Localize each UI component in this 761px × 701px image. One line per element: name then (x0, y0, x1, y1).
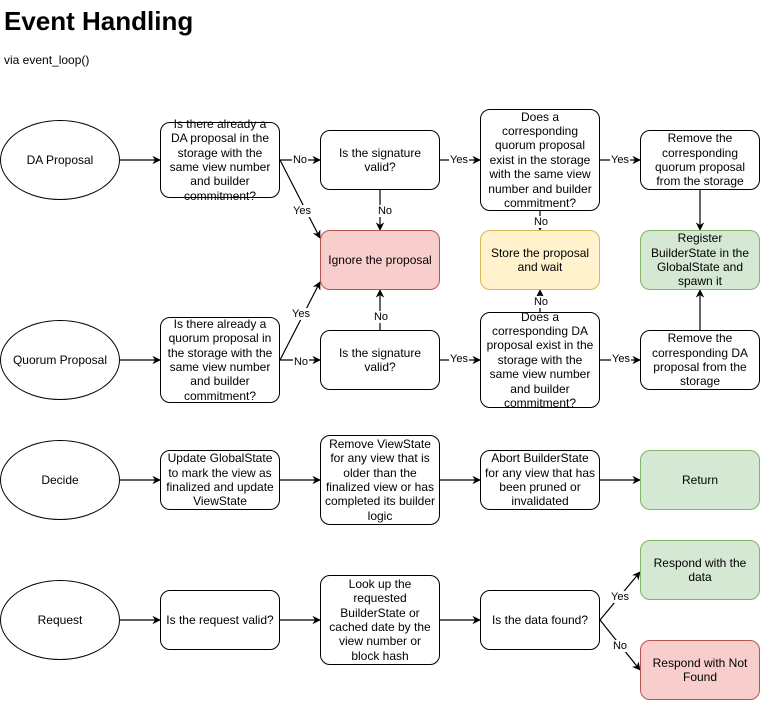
edge-label-yes: Yes (610, 154, 630, 166)
respond-not-found-terminal: Respond with Not Found (640, 640, 760, 700)
da-check-existing-decision: Is there already a DA proposal in the st… (160, 117, 280, 203)
edge-label-yes: Yes (610, 591, 630, 603)
remove-viewstate-step: Remove ViewState for any view that is ol… (320, 435, 440, 525)
edge-q-check-yes (279, 281, 321, 361)
register-builderstate-step: Register BuilderState in the GlobalState… (640, 230, 760, 290)
data-found-decision: Is the data found? (480, 590, 600, 650)
page-title: Event Handling (4, 6, 194, 36)
da-proposal-event: DA Proposal (0, 120, 120, 200)
return-terminal: Return (640, 450, 760, 510)
page-subtitle: via event_loop() (4, 53, 90, 67)
lookup-step: Look up the requested BuilderState or ca… (320, 575, 440, 665)
abort-builderstate-step: Abort BuilderState for any view that has… (480, 450, 600, 510)
edge-label-yes: Yes (611, 353, 631, 365)
store-and-wait-step: Store the proposal and wait (480, 230, 600, 290)
q-check-existing-decision: Is there already a quorum proposal in th… (160, 317, 280, 403)
edge-label-no: No (532, 216, 550, 228)
decide-event: Decide (0, 440, 120, 520)
edge-label-yes: Yes (449, 154, 469, 166)
edge-label-no: No (291, 154, 309, 166)
quorum-proposal-event: Quorum Proposal (0, 320, 120, 400)
edge-label-no: No (372, 311, 390, 323)
ignore-proposal-terminal: Ignore the proposal (320, 230, 440, 290)
q-da-exists-decision: Does a corresponding DA proposal exist i… (480, 310, 600, 410)
edge-label-no: No (611, 640, 629, 652)
request-valid-decision: Is the request valid? (160, 590, 280, 650)
edge-label-yes: Yes (449, 353, 469, 365)
update-globalstate-step: Update GlobalState to mark the view as f… (160, 450, 280, 510)
respond-data-terminal: Respond with the data (640, 540, 760, 600)
edge-label-no: No (292, 356, 310, 368)
da-signature-decision: Is the signature valid? (320, 130, 440, 190)
edge-label-no: No (532, 296, 550, 308)
request-event: Request (0, 580, 120, 660)
da-remove-quorum-step: Remove the corresponding quorum proposal… (640, 130, 760, 190)
edge-da-check-yes (279, 159, 321, 239)
q-signature-decision: Is the signature valid? (320, 330, 440, 390)
edge-label-yes: Yes (292, 205, 312, 217)
q-remove-da-step: Remove the corresponding DA proposal fro… (640, 330, 760, 390)
edge-label-yes: Yes (291, 308, 311, 320)
da-quorum-exists-decision: Does a corresponding quorum proposal exi… (480, 109, 600, 211)
edge-label-no: No (376, 205, 394, 217)
